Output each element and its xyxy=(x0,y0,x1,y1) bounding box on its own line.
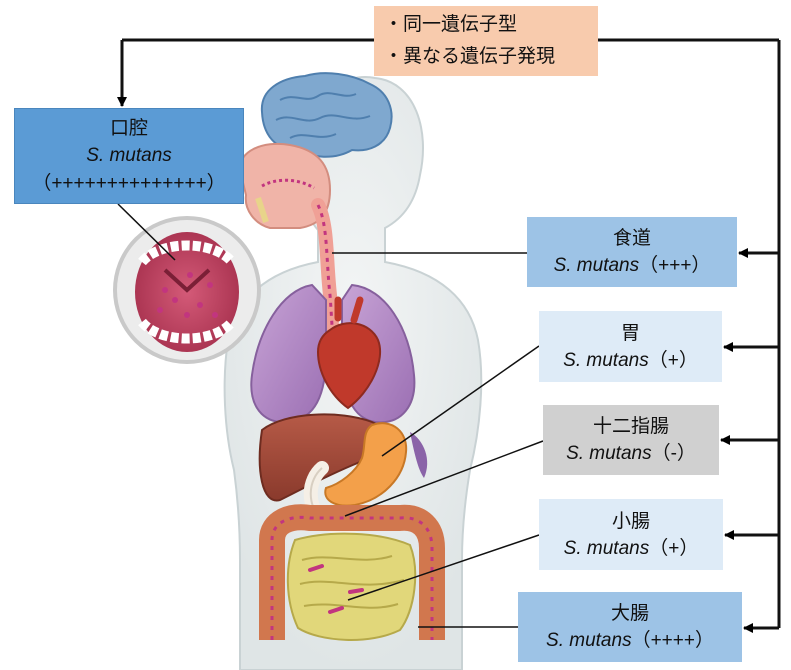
species-oral-cavity: S. mutans xyxy=(15,142,243,170)
small-intestine-box: 小腸 S. mutans（+） xyxy=(539,499,723,570)
esophagus-box: 食道 S. mutans（+++） xyxy=(527,217,737,287)
organ-name-large-intestine: 大腸 xyxy=(518,599,742,627)
stomach-box: 胃 S. mutans（+） xyxy=(539,311,722,382)
species-level-duodenum: S. mutans（-） xyxy=(543,440,719,468)
oral-cavity-box: 口腔 S. mutans （++++++++++++++） xyxy=(14,108,244,204)
organ-name-oral-cavity: 口腔 xyxy=(15,114,243,142)
note-line-same-genotype: ・同一遺伝子型 xyxy=(384,8,588,40)
species-level-esophagus: S. mutans（+++） xyxy=(527,252,737,280)
large-intestine-box: 大腸 S. mutans（++++） xyxy=(518,592,742,662)
level-oral-cavity: （++++++++++++++） xyxy=(15,170,243,198)
organ-name-esophagus: 食道 xyxy=(527,224,737,252)
duodenum-box: 十二指腸 S. mutans（-） xyxy=(543,405,719,475)
species-level-small-intestine: S. mutans（+） xyxy=(539,535,723,563)
species-level-large-intestine: S. mutans（++++） xyxy=(518,627,742,655)
genotype-note-box: ・同一遺伝子型 ・異なる遺伝子発現 xyxy=(374,6,598,76)
species-level-stomach: S. mutans（+） xyxy=(539,347,722,375)
note-line-different-expression: ・異なる遺伝子発現 xyxy=(384,40,588,72)
organ-name-small-intestine: 小腸 xyxy=(539,507,723,535)
organ-name-duodenum: 十二指腸 xyxy=(543,412,719,440)
organ-name-stomach: 胃 xyxy=(539,319,722,347)
mouth-zoom-circle xyxy=(115,218,259,362)
small-intestine xyxy=(288,534,415,640)
